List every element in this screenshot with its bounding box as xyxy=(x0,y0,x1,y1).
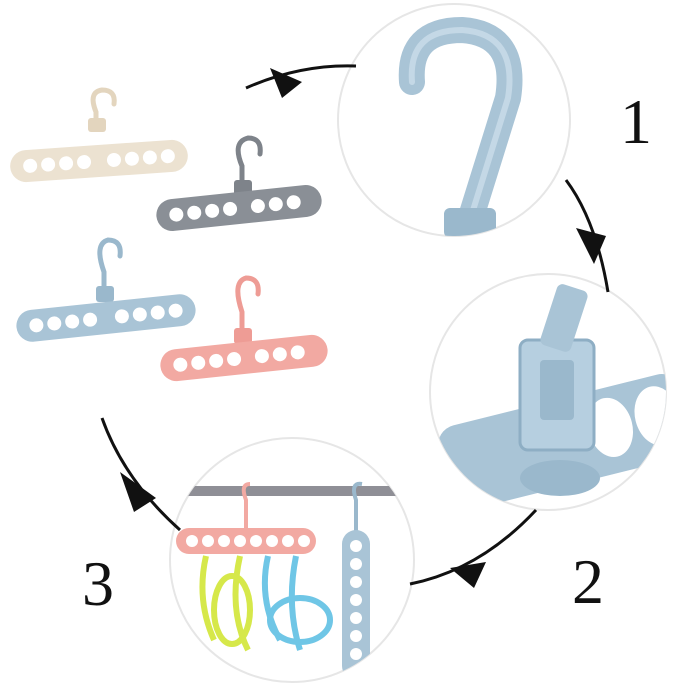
arrow-to-step-2 xyxy=(564,179,610,293)
step-number-1: 1 xyxy=(620,86,652,157)
arrow-back-to-start xyxy=(100,417,181,532)
detail-circle-joint xyxy=(429,273,667,511)
hanger-pink xyxy=(160,275,328,382)
hanger-beige xyxy=(10,87,188,183)
hanger-blue xyxy=(16,237,196,342)
hanger-gray xyxy=(156,135,322,232)
step-number-3: 3 xyxy=(82,548,114,619)
arrow-to-step-3 xyxy=(409,508,538,588)
detail-circle-usage xyxy=(169,437,415,683)
step-number-2: 2 xyxy=(572,546,604,617)
arrow-to-step-1 xyxy=(245,64,357,98)
detail-circle-hook xyxy=(337,3,571,237)
